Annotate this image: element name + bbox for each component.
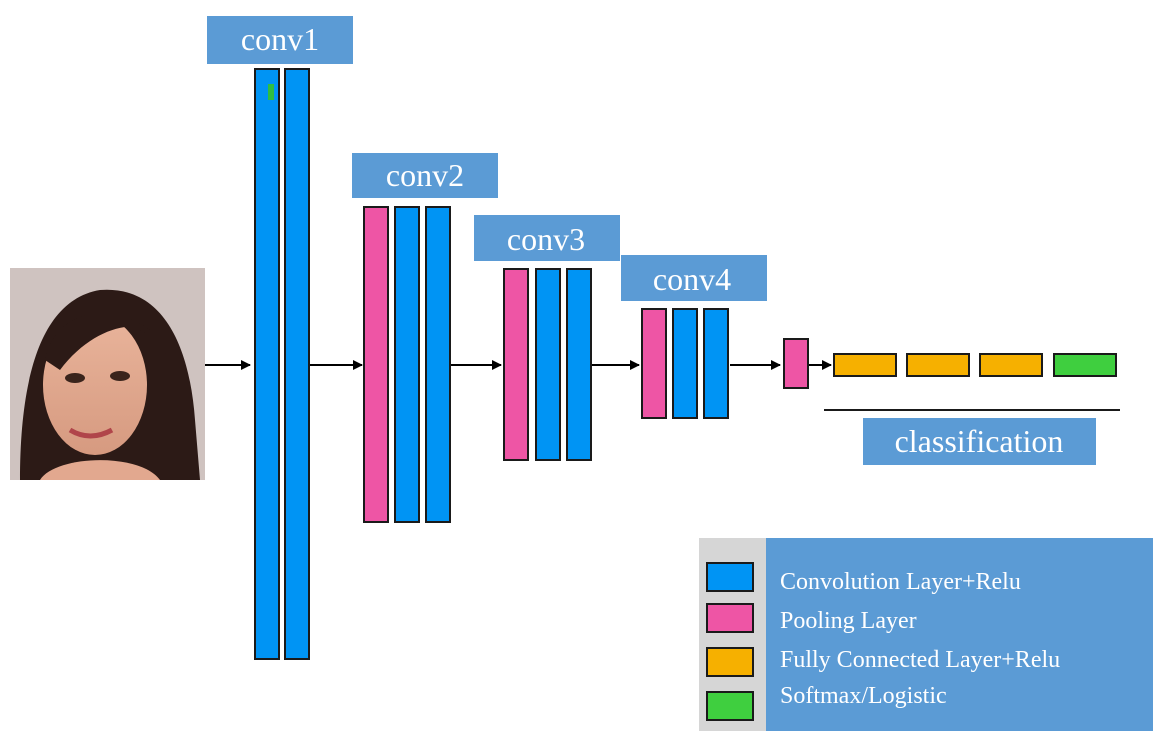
conv4-convolution-layer-2: [703, 308, 729, 419]
conv3-label-box: [474, 215, 620, 261]
final-pooling-layer: [783, 338, 809, 389]
classification-label: classification: [895, 423, 1064, 459]
legend-text-panel: [766, 538, 1153, 731]
classification-label-box: [863, 418, 1096, 465]
legend-swatch-fully-connected: [706, 647, 754, 677]
legend-label-fully-connected: Fully Connected Layer+Relu: [780, 647, 1060, 673]
receptive-field-marker: [268, 84, 274, 100]
conv3-pooling-layer: [503, 268, 529, 461]
conv2-pooling-layer: [363, 206, 389, 523]
input-face-photo: [10, 268, 205, 480]
conv4-label-box: [621, 255, 767, 301]
conv2-label-box: [352, 153, 498, 198]
conv1-convolution-layer-2: [284, 68, 310, 660]
stage-conv2: conv2: [352, 153, 498, 523]
legend: Convolution Layer+Relu Pooling Layer Ful…: [699, 538, 1153, 731]
conv2-convolution-layer-1: [394, 206, 420, 523]
conv4-pooling-layer: [641, 308, 667, 419]
conv4-label: conv4: [653, 261, 731, 297]
legend-swatch-softmax: [706, 691, 754, 721]
fully-connected-layer-1: [833, 353, 897, 377]
legend-label-pooling: Pooling Layer: [780, 608, 917, 634]
legend-swatch-convolution: [706, 562, 754, 592]
legend-label-softmax: Softmax/Logistic: [780, 683, 947, 709]
stage-conv3: conv3: [474, 215, 620, 461]
conv1-label-box: [207, 16, 353, 64]
conv3-label: conv3: [507, 221, 585, 257]
stage-conv1: conv1: [207, 16, 353, 660]
classifier: classification: [824, 353, 1120, 465]
conv3-convolution-layer-1: [535, 268, 561, 461]
softmax-layer: [1053, 353, 1117, 377]
conv4-convolution-layer-1: [672, 308, 698, 419]
conv3-convolution-layer-2: [566, 268, 592, 461]
conv1-label: conv1: [241, 21, 319, 57]
conv1-convolution-layer-1: [254, 68, 280, 660]
legend-swatch-pooling: [706, 603, 754, 633]
fully-connected-layer-3: [979, 353, 1043, 377]
conv2-convolution-layer-2: [425, 206, 451, 523]
stage-conv4: conv4: [621, 255, 767, 419]
conv2-label: conv2: [386, 157, 464, 193]
fully-connected-layer-2: [906, 353, 970, 377]
legend-label-convolution: Convolution Layer+Relu: [780, 569, 1021, 595]
